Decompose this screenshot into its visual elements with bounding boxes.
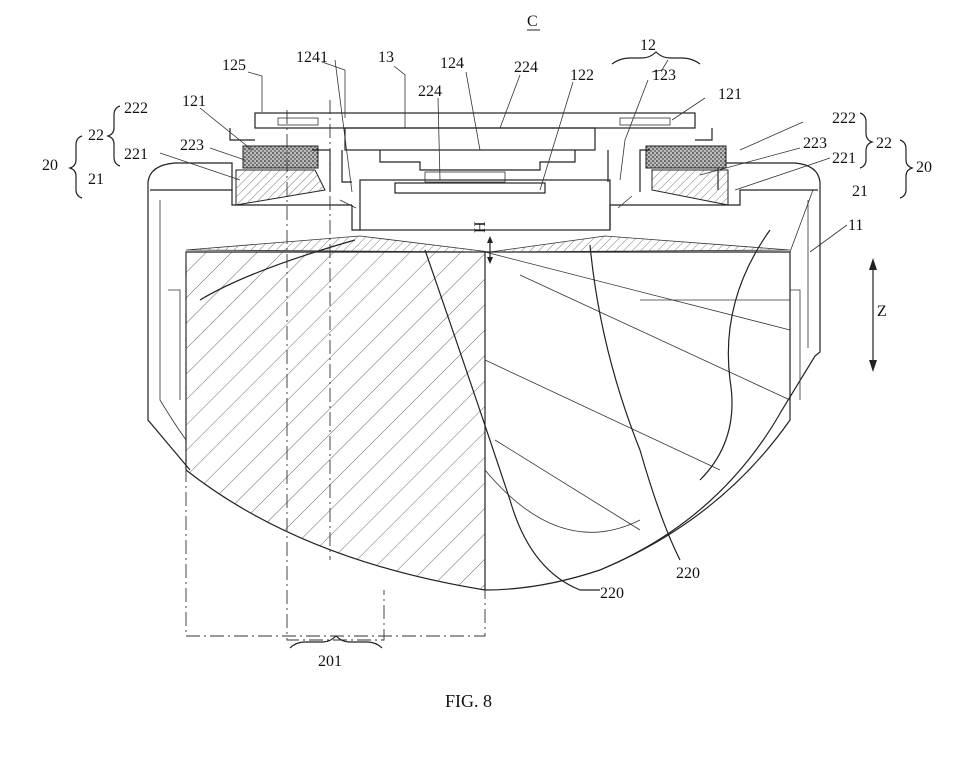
label-125: 125 [222, 57, 246, 74]
label-124: 124 [440, 55, 464, 72]
z-direction-arrow [869, 258, 877, 372]
label-12: 12 [640, 37, 656, 54]
label-223-right: 223 [803, 135, 827, 152]
h-dimension [487, 236, 493, 264]
seal-rings [236, 146, 728, 205]
label-221-right: 221 [832, 150, 856, 167]
label-223-left: 223 [180, 137, 204, 154]
label-1241: 1241 [296, 49, 328, 66]
label-222-left: 222 [124, 100, 148, 117]
cell-core [186, 230, 790, 590]
label-122: 122 [570, 67, 594, 84]
label-121-left: 121 [182, 93, 206, 110]
label-222-right: 222 [832, 110, 856, 127]
label-121-right: 121 [718, 86, 742, 103]
label-13: 13 [378, 49, 394, 66]
label-220-right: 220 [676, 565, 700, 582]
label-123: 123 [652, 67, 676, 84]
label-21-right: 21 [852, 183, 868, 200]
label-20-right: 20 [916, 159, 932, 176]
label-z: Z [877, 303, 887, 320]
label-20-left: 20 [42, 157, 58, 174]
label-22-left: 22 [88, 127, 104, 144]
label-201: 201 [318, 653, 342, 670]
section-label: C [527, 13, 538, 30]
cell-top-taper [186, 236, 790, 252]
label-224-top: 224 [514, 59, 538, 76]
label-220-center: 220 [600, 585, 624, 602]
label-224-mid: 224 [418, 83, 442, 100]
label-h: H [472, 221, 489, 233]
label-221-left: 221 [124, 146, 148, 163]
label-22-right: 22 [876, 135, 892, 152]
label-21-left: 21 [88, 171, 104, 188]
figure-caption: FIG. 8 [445, 691, 492, 711]
label-11: 11 [848, 217, 863, 234]
